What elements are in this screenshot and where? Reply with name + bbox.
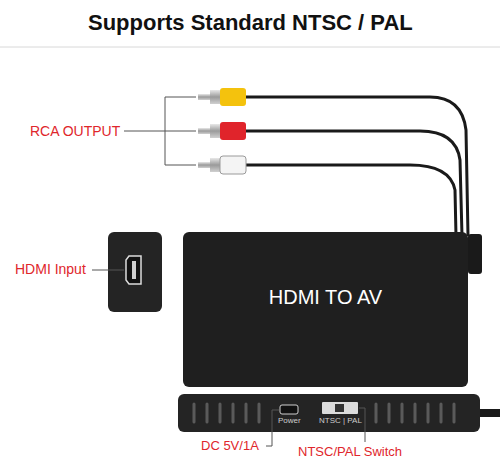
callout-label: HDMI Input — [15, 262, 86, 277]
switch-label: NTSC | PAL — [319, 417, 362, 426]
title: Supports Standard NTSC / PAL — [88, 11, 413, 35]
box-label: HDMI TO AV — [269, 286, 382, 309]
title-rule — [0, 47, 500, 48]
callout-label: NTSC/PAL Switch — [298, 445, 402, 459]
hdmi-leader — [92, 270, 124, 271]
rca-leader — [124, 97, 196, 165]
rca-plugs — [198, 88, 246, 174]
cable-strain-relief — [468, 234, 482, 274]
callout-label: RCA OUTPUT — [30, 124, 120, 139]
side-view — [178, 394, 500, 432]
callout-label: DC 5V/1A — [201, 439, 259, 453]
rca-cables — [246, 97, 468, 236]
converter-box: HDMI TO AV — [183, 232, 468, 387]
hdmi-input-end — [108, 232, 162, 312]
side-leaders — [266, 408, 365, 446]
port-label: Power — [278, 417, 301, 426]
